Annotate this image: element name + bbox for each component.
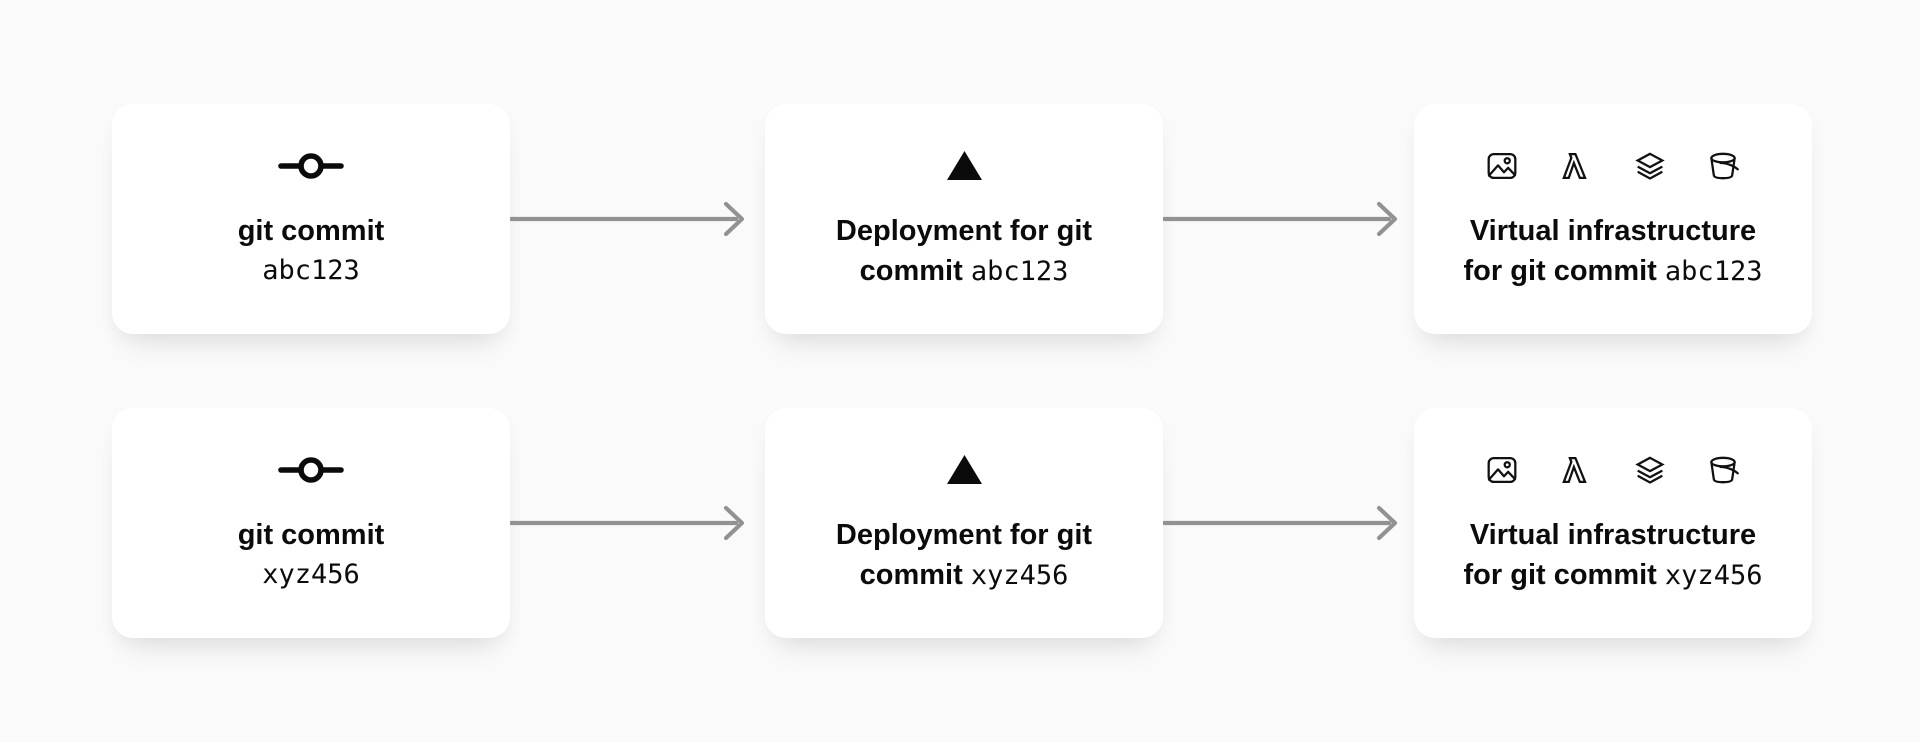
layers-icon [1635, 152, 1665, 180]
infrastructure-card-row2: Virtual infrastructure for git commit xy… [1414, 408, 1812, 638]
card-title-line2-bold: for git commit [1463, 558, 1657, 591]
commit-hash: xyz456 [970, 559, 1069, 591]
git-commit-icon [278, 153, 344, 179]
vercel-triangle-icon [946, 151, 982, 180]
card-title-line1: Deployment for git [835, 518, 1093, 551]
commit-hash: abc123 [262, 255, 360, 286]
card-title-line1: Deployment for git [835, 214, 1093, 247]
lambda-icon [1562, 456, 1587, 483]
commit-card-row2: git commit xyz456 [112, 408, 510, 638]
infrastructure-card-row1: Virtual infrastructure for git commit ab… [1414, 104, 1812, 334]
card-title-line2: for git commit abc123 [1464, 251, 1763, 292]
arrow-right-icon [510, 201, 745, 237]
image-icon [1487, 456, 1517, 483]
git-commit-icon [278, 457, 344, 483]
commit-hash: abc123 [1664, 255, 1763, 287]
deployment-card-icon-area [946, 147, 982, 185]
lambda-icon [1562, 152, 1587, 179]
bucket-icon [1710, 456, 1739, 483]
commit-hash: xyz456 [1664, 559, 1763, 591]
image-icon [1487, 152, 1517, 179]
bucket-icon [1710, 152, 1739, 179]
card-title-line2: commit abc123 [860, 251, 1069, 292]
card-title-line2-bold: commit [859, 558, 963, 591]
infrastructure-icon-row [1485, 451, 1741, 489]
arrow-right-icon [1163, 505, 1398, 541]
card-title-line2: commit xyz456 [860, 555, 1069, 596]
commit-card-icon-area [278, 451, 344, 489]
card-title: git commit [237, 519, 385, 551]
card-title-line2-bold: commit [859, 254, 963, 287]
deployment-card-row1: Deployment for git commit abc123 [765, 104, 1163, 334]
card-title-line1: Virtual infrastructure [1469, 214, 1757, 247]
infrastructure-icon-row [1485, 147, 1741, 185]
commit-card-icon-area [278, 147, 344, 185]
commit-hash: xyz456 [262, 559, 360, 590]
deployment-card-row2: Deployment for git commit xyz456 [765, 408, 1163, 638]
layers-icon [1635, 456, 1665, 484]
arrow-right-icon [1163, 201, 1398, 237]
commit-card-row1: git commit abc123 [112, 104, 510, 334]
deployment-card-icon-area [946, 451, 982, 489]
arrow-right-icon [510, 505, 745, 541]
vercel-triangle-icon [946, 455, 982, 484]
card-title: git commit [237, 215, 385, 247]
card-title-line2: for git commit xyz456 [1464, 555, 1763, 596]
card-title-line2-bold: for git commit [1463, 254, 1657, 287]
card-title-line1: Virtual infrastructure [1469, 518, 1757, 551]
commit-hash: abc123 [970, 255, 1069, 287]
